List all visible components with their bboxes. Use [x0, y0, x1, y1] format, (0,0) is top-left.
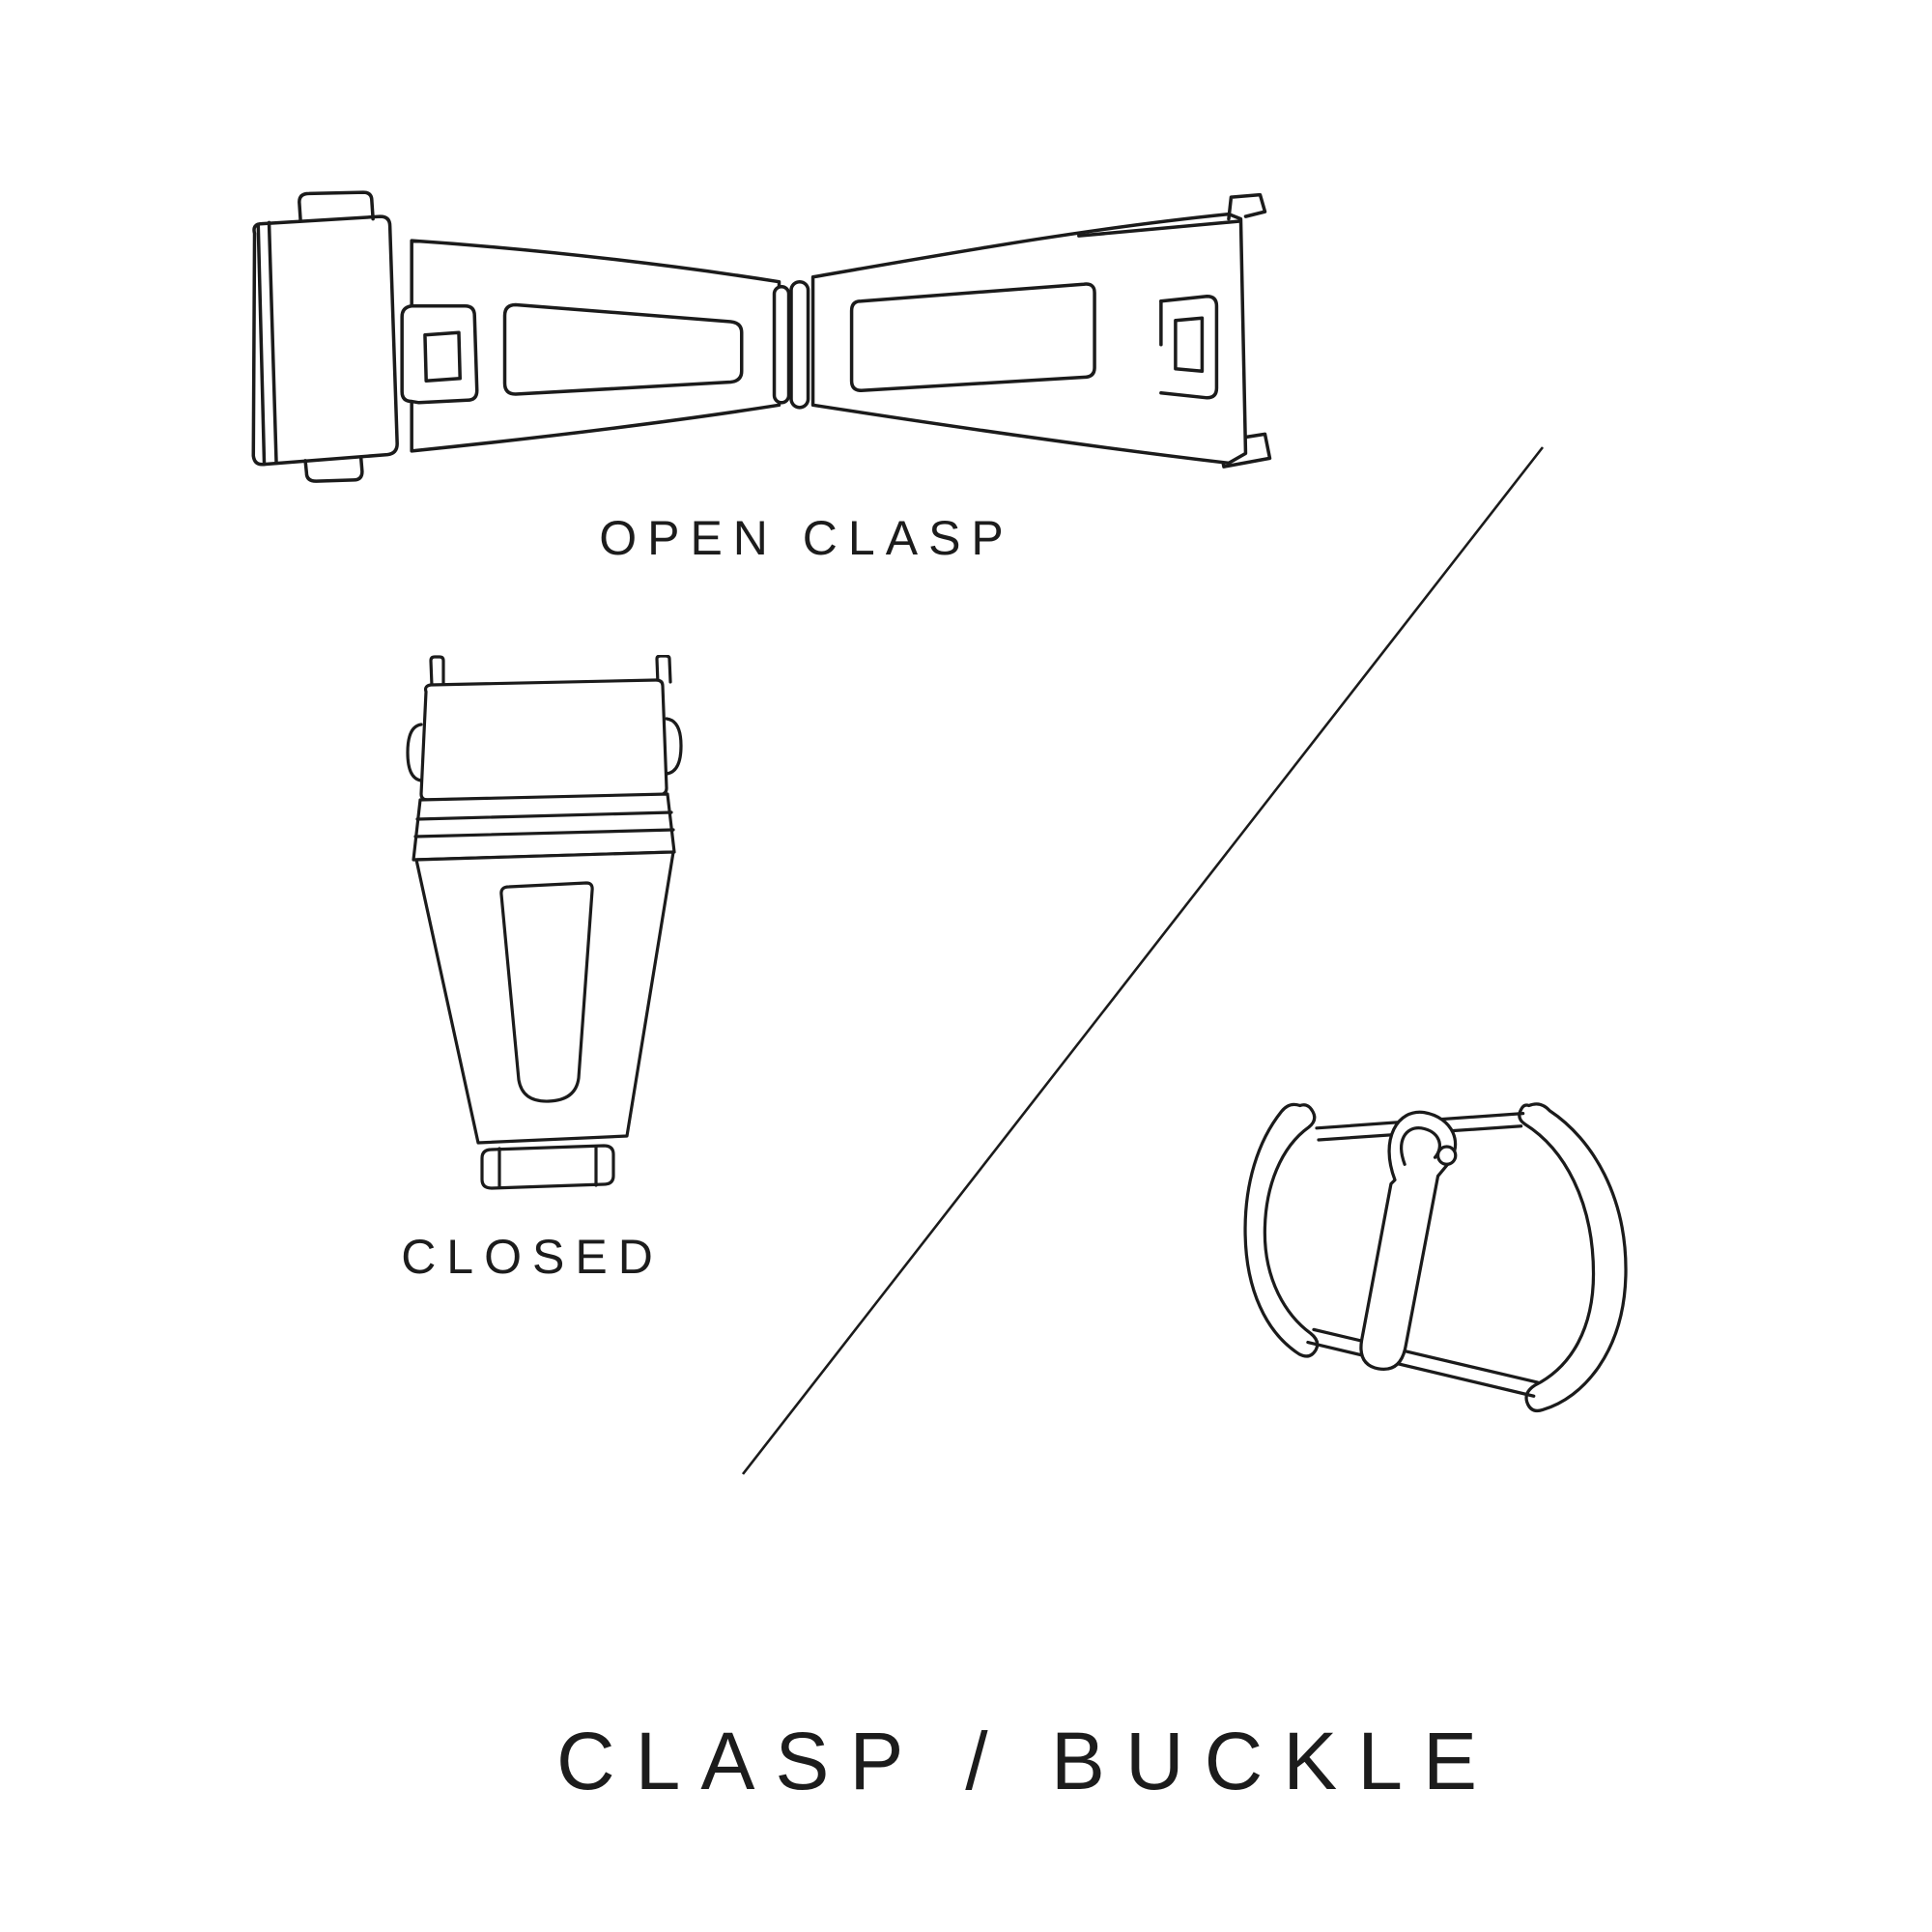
pin-buckle-drawing — [1243, 1102, 1628, 1413]
open-clasp-drawing — [251, 190, 1272, 483]
closed-clasp-drawing — [406, 655, 683, 1190]
pin-buckle-illustration — [1238, 1094, 1630, 1427]
open-clasp-illustration — [228, 187, 1292, 490]
open-clasp-label: OPEN CLASP — [599, 511, 1014, 565]
closed-clasp-label: CLOSED — [401, 1230, 664, 1284]
closed-clasp-illustration — [401, 655, 691, 1196]
page-title: CLASP / BUCKLE — [555, 1716, 1498, 1806]
